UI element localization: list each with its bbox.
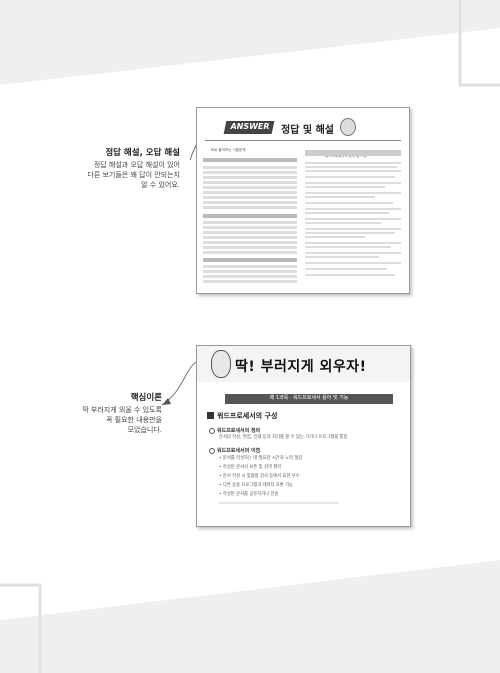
banner-title: 딱! 부러지게 외우자! xyxy=(235,359,367,375)
advantage-item: • 문서 작성 시 맞춤법 검사 등에서 표현 우수 xyxy=(219,474,300,479)
answer-page-preview: ANSWER 정답 및 해설 바로 풀어보는 기출문제 워드프로세서의 정의 및… xyxy=(196,107,410,294)
definition-text: 문서의 작성, 편집, 인쇄 등의 처리를 할 수 있는 기기나 프로그램을 통… xyxy=(219,435,348,440)
callout-line: 알 수 있어요. xyxy=(141,181,180,189)
advantage-item: • 다른 응용 프로그램과 데이터 호환 가능 xyxy=(219,483,293,488)
callout-line: 꼭 필요한 내용만을 xyxy=(106,416,162,424)
answer-title: 정답 및 해설 xyxy=(281,125,334,136)
subheading-advantages: 워드프로세서의 이점 xyxy=(217,448,261,454)
callout-connector-bottom xyxy=(161,359,201,406)
top-band xyxy=(0,0,500,85)
left-column-header: 바로 풀어보는 기출문제 xyxy=(211,148,246,152)
advantage-item: • 작성된 문서의 보존 및 검색 편리 xyxy=(219,465,282,470)
right-column-header: 워드프로세서의 정의 및 기능 xyxy=(325,154,367,158)
callout-theory: 핵심이론 딱 부러지게 외울 수 있도록 꼭 필요한 내용만을 모았습니다. xyxy=(30,393,162,435)
mascot-icon xyxy=(340,118,356,136)
bottom-band xyxy=(0,560,500,673)
advantage-item: • 문서를 작성하는 데 필요한 시간과 노력 절감 xyxy=(219,456,303,461)
answer-badge-text: ANSWER xyxy=(230,122,270,131)
subheading-definition: 워드프로세서의 정의 xyxy=(217,428,261,434)
section-bar-text: 제 1과목 · 워드프로세서 용어 및 기능 xyxy=(269,395,349,401)
callout-line: 딱 부러지게 외울 수 있도록 xyxy=(82,406,162,414)
callout-title: 핵심이론 xyxy=(130,393,162,403)
callout-line: 모았습니다. xyxy=(127,426,162,434)
subheading-icon xyxy=(209,448,215,454)
callout-line: 다른 보기들은 왜 답이 안되는지 xyxy=(87,171,180,179)
callout-title: 정답 해설, 오답 해설 xyxy=(105,148,180,158)
banner-background xyxy=(197,346,410,382)
heading-number-icon xyxy=(207,412,214,419)
callout-line: 정답 해설과 오답 해설이 있어 xyxy=(93,161,180,169)
section-bar xyxy=(225,394,393,404)
advantage-item: • 작성된 문서를 공유하거나 전송 xyxy=(219,492,279,497)
callout-answer: 정답 해설, 오답 해설 정답 해설과 오답 해설이 있어 다른 보기들은 왜 … xyxy=(30,148,180,190)
section-heading: 워드프로세서의 구성 xyxy=(217,412,278,420)
subheading-icon xyxy=(209,428,215,434)
theory-page-preview: 딱! 부러지게 외우자! 제 1과목 · 워드프로세서 용어 및 기능 워드프로… xyxy=(196,345,411,527)
mascot-icon xyxy=(211,350,231,378)
